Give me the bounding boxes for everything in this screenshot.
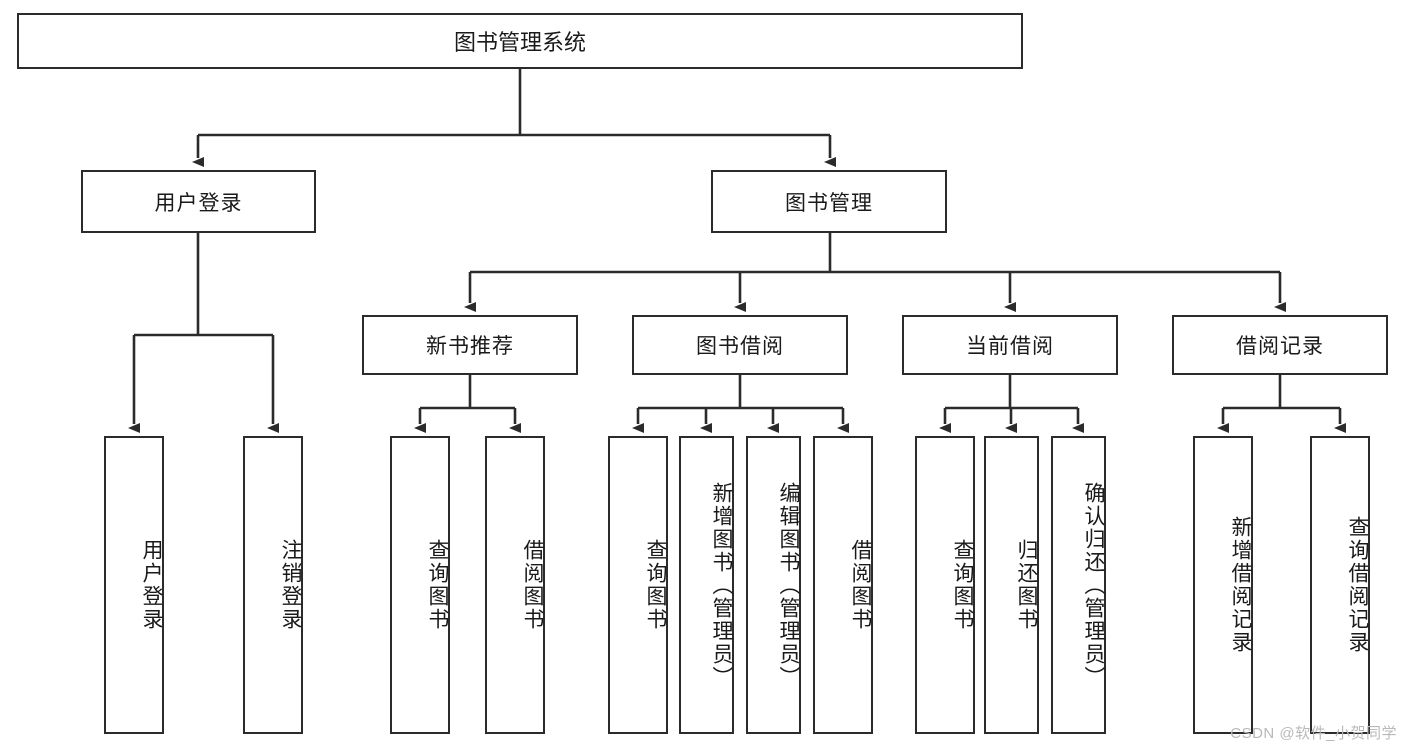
node-leaf-logout[interactable]: 注销登录 <box>243 436 303 734</box>
node-submodule-book-borrow[interactable]: 图书借阅 <box>632 315 848 375</box>
node-leaf-query-borrow-record[interactable]: 查询借阅记录 <box>1310 436 1370 734</box>
node-submodule-new-book-recommend[interactable]: 新书推荐 <box>362 315 578 375</box>
node-submodule-current-borrow[interactable]: 当前借阅 <box>902 315 1118 375</box>
node-leaf-borrow-book-recommend[interactable]: 借阅图书 <box>485 436 545 734</box>
node-submodule-borrow-record[interactable]: 借阅记录 <box>1172 315 1388 375</box>
node-module-book-management[interactable]: 图书管理 <box>711 170 947 233</box>
node-leaf-add-book-admin[interactable]: 新增图书（管理员） <box>679 436 734 734</box>
node-leaf-borrow-book[interactable]: 借阅图书 <box>813 436 873 734</box>
node-leaf-edit-book-admin[interactable]: 编辑图书（管理员） <box>746 436 801 734</box>
node-leaf-user-login[interactable]: 用户登录 <box>104 436 164 734</box>
node-leaf-return-book[interactable]: 归还图书 <box>984 436 1039 734</box>
node-leaf-query-book-borrow[interactable]: 查询图书 <box>608 436 668 734</box>
node-leaf-query-book-recommend[interactable]: 查询图书 <box>390 436 450 734</box>
node-leaf-query-book-current[interactable]: 查询图书 <box>915 436 975 734</box>
node-root-system[interactable]: 图书管理系统 <box>17 13 1023 69</box>
node-leaf-confirm-return-admin[interactable]: 确认归还（管理员） <box>1051 436 1106 734</box>
node-module-user-login[interactable]: 用户登录 <box>81 170 316 233</box>
node-leaf-add-borrow-record[interactable]: 新增借阅记录 <box>1193 436 1253 734</box>
csdn-watermark: CSDN @软件_小贺同学 <box>1230 725 1397 742</box>
